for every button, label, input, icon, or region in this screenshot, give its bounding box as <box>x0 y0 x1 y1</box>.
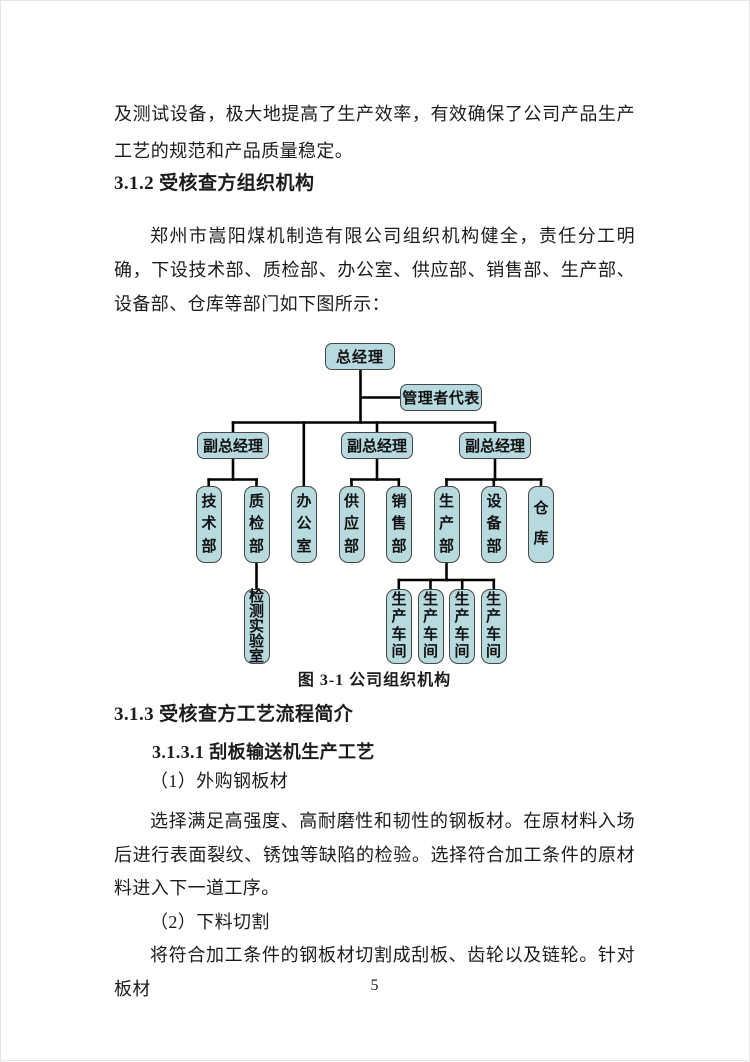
org-node-deputy-gm-3: 副总经理 <box>459 432 531 459</box>
heading-3-1-3-1: 3.1.3.1 刮板输送机生产工艺 <box>152 742 375 762</box>
paragraph-cutting: 将符合加工条件的钢板材切割成刮板、齿轮以及链轮。针对板材 <box>114 945 635 999</box>
org-node-dept-office: 办公室 <box>291 486 317 563</box>
item-2-label: （2）下料切割 <box>150 912 270 932</box>
page-number: 5 <box>370 977 379 994</box>
heading-3-1-2: 3.1.2 受核查方组织机构 <box>114 173 315 194</box>
org-node-dept-tech: 技术部 <box>196 486 222 563</box>
org-node-management-rep: 管理者代表 <box>400 384 482 411</box>
org-node-dept-sales: 销售部 <box>386 486 412 563</box>
org-node-dept-supply: 供应部 <box>338 486 365 563</box>
figure-caption: 图 3-1 公司组织机构 <box>297 672 452 689</box>
paragraph-organization: 郑州市嵩阳煤机制造有限公司组织机构健全，责任分工明确，下设技术部、质检部、办公室… <box>114 226 635 314</box>
org-node-deputy-gm-2: 副总经理 <box>341 432 413 459</box>
org-node-workshop-1: 生产车间 <box>386 589 412 664</box>
org-node-dept-qc: 质检部 <box>243 486 270 563</box>
paragraph-steel-plate: 选择满足高强度、高耐磨性和韧性的钢板材。在原材料入场后进行表面裂纹、锈蚀等缺陷的… <box>114 811 635 898</box>
org-node-deputy-gm-1: 副总经理 <box>197 432 269 459</box>
org-node-test-lab: 检测实验室 <box>243 589 270 665</box>
org-node-dept-prod: 生产部 <box>433 486 460 563</box>
heading-3-1-3: 3.1.3 受核查方工艺流程简介 <box>114 704 354 725</box>
org-node-dept-warehouse: 仓库 <box>528 486 554 563</box>
org-node-workshop-2: 生产车间 <box>417 589 444 664</box>
org-node-workshop-4: 生产车间 <box>480 589 507 664</box>
org-node-workshop-3: 生产车间 <box>449 589 475 664</box>
org-node-general-manager: 总经理 <box>325 343 395 370</box>
paragraph-continuation: 及测试设备，极大地提高了生产效率，有效确保了公司产品生产工艺的规范和产品质量稳定… <box>114 104 635 161</box>
item-1-label: （1）外购钢板材 <box>150 771 289 791</box>
org-node-dept-equip: 设备部 <box>481 486 507 563</box>
